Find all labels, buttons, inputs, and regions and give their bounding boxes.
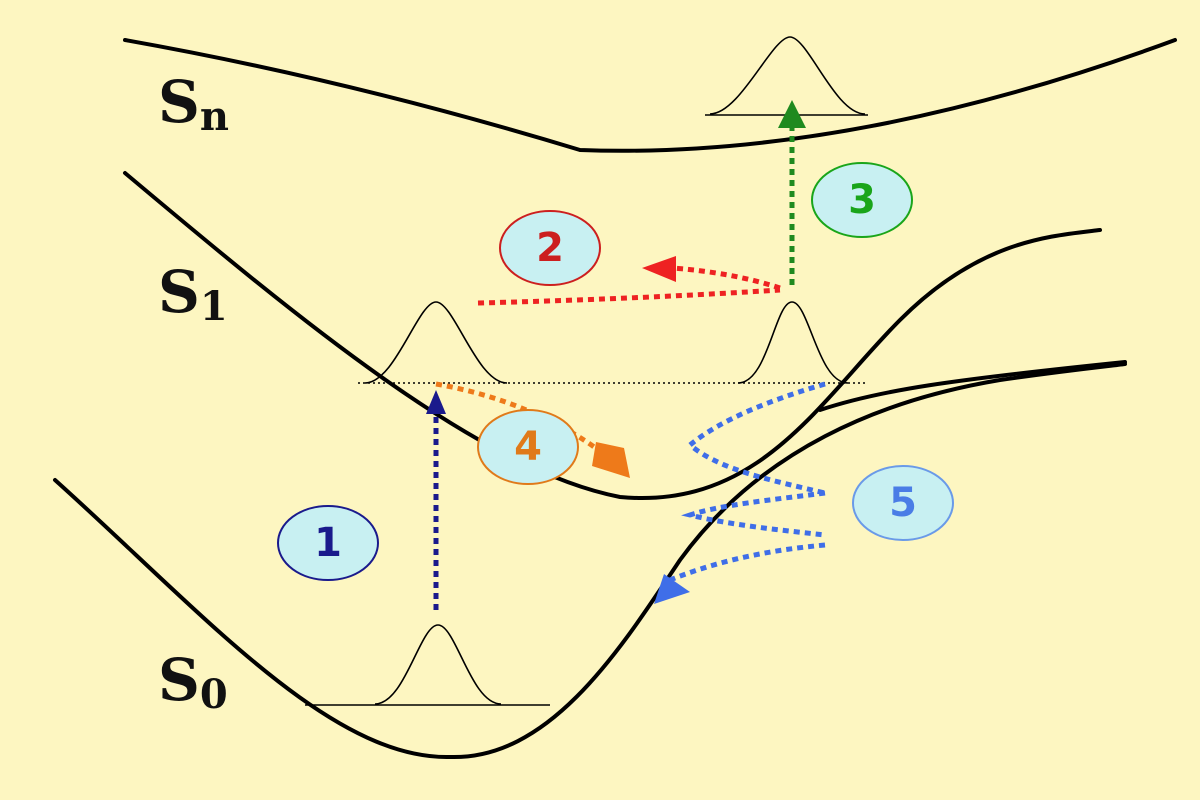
s2-curve — [818, 360, 1127, 412]
step-number-1: 1 — [314, 520, 342, 566]
arrow-excited-absorption — [778, 100, 806, 285]
step-number-5: 5 — [889, 480, 917, 526]
step-badge-2: 2 — [499, 210, 601, 286]
state-label-s0: S0 — [158, 646, 228, 718]
step-badge-3: 3 — [811, 162, 913, 238]
wavepacket-s0 — [374, 624, 502, 705]
arrow-absorption — [426, 390, 446, 610]
step-badge-1: 1 — [277, 505, 379, 581]
arrow-internal-conversion — [435, 381, 630, 478]
step-badge-5: 5 — [852, 465, 954, 541]
step-badge-4: 4 — [477, 409, 579, 485]
arrow-transfer — [477, 256, 781, 306]
wavepacket-sn — [709, 36, 866, 115]
step-number-2: 2 — [536, 225, 564, 271]
state-label-sn: Sn — [158, 68, 229, 140]
step-number-3: 3 — [848, 177, 876, 223]
wavepacket-s1-right — [737, 301, 849, 384]
arrow-relaxation — [654, 381, 826, 604]
s0-curve — [53, 362, 1127, 760]
step-number-4: 4 — [514, 424, 542, 470]
state-label-s1: S1 — [158, 258, 228, 330]
sn-curve — [123, 38, 1177, 153]
wavepacket-s1-left — [364, 301, 508, 384]
s1-curve — [123, 171, 1102, 501]
